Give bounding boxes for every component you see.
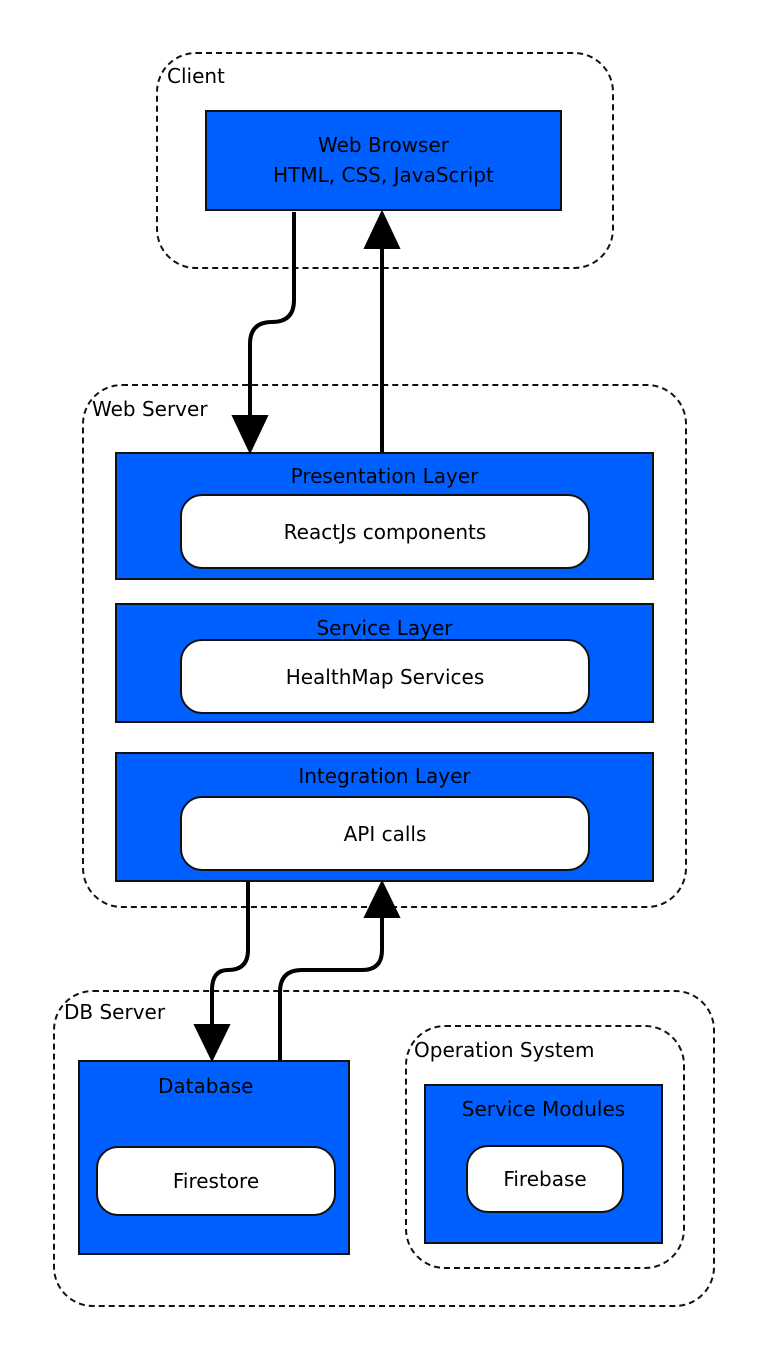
web-browser-box: Web Browser HTML, CSS, JavaScript xyxy=(205,110,562,211)
browser-to-presentation-arrow xyxy=(248,212,296,420)
database-to-integration-arrow xyxy=(278,912,384,1060)
web-browser-technologies: HTML, CSS, JavaScript xyxy=(273,163,494,187)
web-browser-title: Web Browser xyxy=(317,133,449,157)
client-label: Client xyxy=(167,64,225,88)
firestore-box: Firestore xyxy=(96,1146,336,1216)
arrowhead-up-browser xyxy=(363,209,401,249)
web-server-label: Web Server xyxy=(92,397,208,421)
arrowhead-down-database xyxy=(193,1024,231,1063)
db-server-label: DB Server xyxy=(64,1000,166,1024)
presentation-layer-box: Presentation Layer ReactJs components xyxy=(115,452,654,580)
api-calls-box: API calls xyxy=(180,796,590,871)
reactjs-components-box: ReactJs components xyxy=(180,494,590,569)
arrowhead-up-integration xyxy=(363,879,401,918)
firebase-box: Firebase xyxy=(466,1145,624,1213)
service-layer-box: Service Layer HealthMap Services xyxy=(115,603,654,723)
db-server-group: DB Server xyxy=(53,990,715,1307)
operation-system-label: Operation System xyxy=(414,1038,595,1062)
operation-system-group: Operation System xyxy=(405,1025,685,1269)
service-layer-title: Service Layer xyxy=(316,616,453,640)
presentation-layer-title: Presentation Layer xyxy=(290,464,479,488)
client-group: Client xyxy=(156,52,614,269)
service-modules-title: Service Modules xyxy=(461,1097,626,1121)
arrowhead-down-presentation xyxy=(231,415,269,455)
integration-layer-title: Integration Layer xyxy=(298,764,471,788)
healthmap-services-box: HealthMap Services xyxy=(180,639,590,714)
database-title: Database xyxy=(158,1074,254,1098)
integration-layer-box: Integration Layer API calls xyxy=(115,752,654,882)
integration-to-database-arrow xyxy=(210,882,250,1030)
service-modules-box: Service Modules Firebase xyxy=(424,1084,663,1244)
database-box: Database Firestore xyxy=(78,1060,350,1255)
